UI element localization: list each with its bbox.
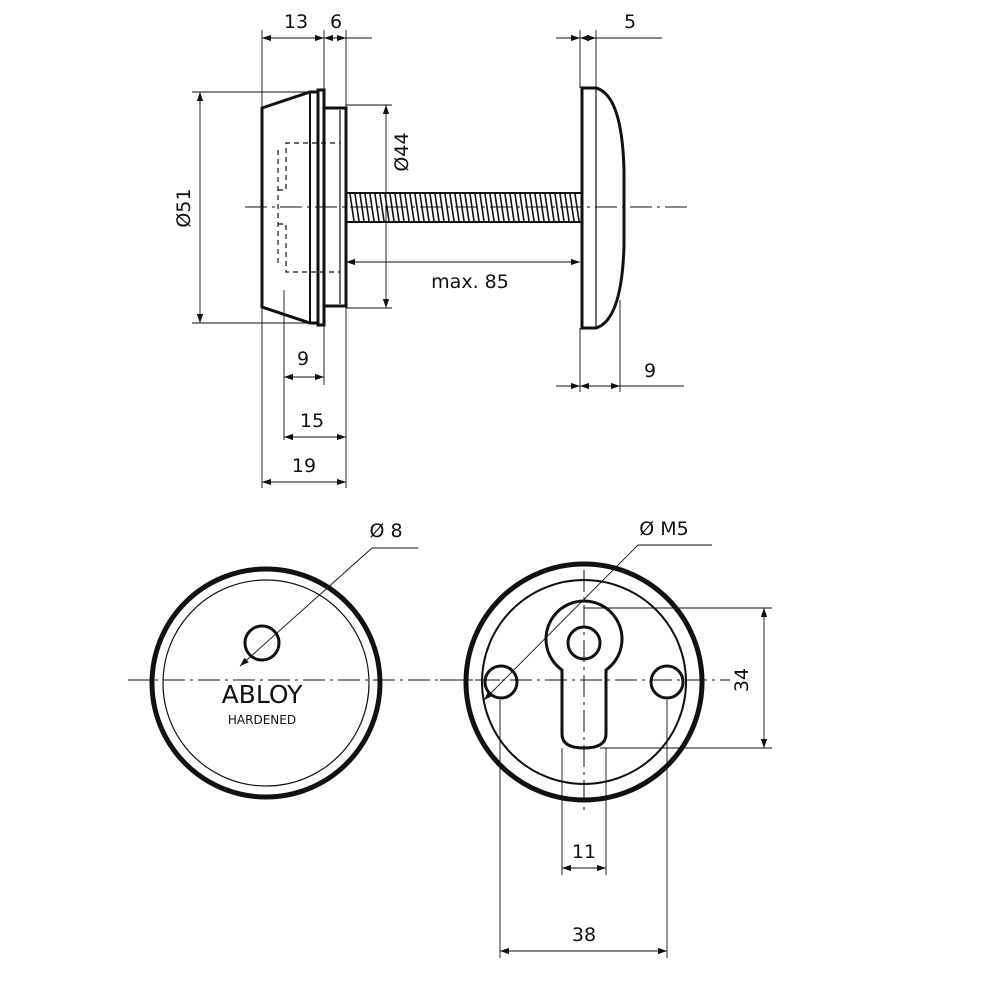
thread-line bbox=[414, 193, 420, 222]
thread-line bbox=[439, 193, 445, 222]
dim-dia-8: Ø 8 bbox=[369, 520, 402, 542]
dim-19: 19 bbox=[292, 455, 316, 477]
thread-line bbox=[484, 193, 490, 222]
thread-line bbox=[574, 193, 580, 222]
thread-line bbox=[469, 193, 475, 222]
thread-line bbox=[419, 193, 425, 222]
screw-hole-right bbox=[649, 664, 685, 700]
back-head bbox=[580, 86, 626, 330]
thread-line bbox=[379, 193, 385, 222]
thread-line bbox=[394, 193, 400, 222]
thread-line bbox=[424, 193, 430, 222]
dim-9-left: 9 bbox=[297, 348, 309, 370]
front-view: Ø 8 ABLOY HARDENED bbox=[128, 520, 500, 800]
thread-line bbox=[529, 193, 535, 222]
thread-line bbox=[444, 193, 450, 222]
thread-line bbox=[559, 193, 565, 222]
thread-line bbox=[459, 193, 465, 222]
thread-line bbox=[499, 193, 505, 222]
dim-max-85: max. 85 bbox=[431, 271, 509, 293]
side-dimension-lines bbox=[196, 34, 684, 486]
dim-34: 34 bbox=[731, 668, 753, 692]
front-inner-ring bbox=[162, 579, 370, 787]
thread-line bbox=[489, 193, 495, 222]
thread-line bbox=[369, 193, 375, 222]
m5-leader bbox=[483, 544, 639, 701]
thread-line bbox=[434, 193, 440, 222]
thread-line bbox=[479, 193, 485, 222]
thread-line bbox=[389, 193, 395, 222]
dim-dia-44: Ø44 bbox=[391, 132, 413, 171]
dim-6: 6 bbox=[330, 11, 342, 33]
thread-line bbox=[519, 193, 525, 222]
thread-line bbox=[449, 193, 455, 222]
thread-line bbox=[474, 193, 480, 222]
side-view: 13 6 5 Ø51 Ø44 max. 85 9 15 19 9 bbox=[173, 11, 690, 488]
thread-line bbox=[359, 193, 365, 222]
rose-plate bbox=[322, 106, 348, 308]
dim-38: 38 bbox=[572, 924, 596, 946]
back-view: Ø M5 34 11 38 bbox=[440, 518, 772, 958]
screw-hole-left bbox=[483, 664, 519, 700]
dim-dia-m5: Ø M5 bbox=[639, 518, 688, 540]
dim-dia-51: Ø51 bbox=[173, 188, 195, 227]
brand-label: ABLOY bbox=[222, 680, 304, 709]
brand-subtitle: HARDENED bbox=[228, 713, 296, 727]
thread-line bbox=[549, 193, 555, 222]
hidden-hole bbox=[277, 142, 340, 273]
thread-line bbox=[399, 193, 405, 222]
thread-line bbox=[539, 193, 545, 222]
thread-line bbox=[504, 193, 510, 222]
thread-line bbox=[464, 193, 470, 222]
thread-line bbox=[364, 193, 370, 222]
dim-15: 15 bbox=[300, 410, 324, 432]
front-outer-ring bbox=[149, 566, 383, 800]
dim-5: 5 bbox=[624, 11, 636, 33]
thread-line bbox=[349, 193, 355, 222]
thread-line bbox=[374, 193, 380, 222]
front-hole bbox=[243, 624, 281, 662]
threaded-screw bbox=[346, 192, 582, 223]
thread-line bbox=[554, 193, 560, 222]
dim-11: 11 bbox=[572, 841, 596, 863]
thread-line bbox=[404, 193, 410, 222]
side-extension-lines bbox=[192, 30, 621, 488]
thread-line bbox=[514, 193, 520, 222]
thread-line bbox=[409, 193, 415, 222]
dia-8-leader bbox=[239, 547, 373, 667]
dim-13: 13 bbox=[284, 11, 308, 33]
thread-line bbox=[509, 193, 515, 222]
thread-line bbox=[564, 193, 570, 222]
thread-line bbox=[534, 193, 540, 222]
thread-line bbox=[429, 193, 435, 222]
thread-line bbox=[524, 193, 530, 222]
dim-9-right: 9 bbox=[644, 360, 656, 382]
thread-line bbox=[569, 193, 575, 222]
thread-line bbox=[544, 193, 550, 222]
thread-line bbox=[354, 193, 360, 222]
thread-line bbox=[454, 193, 460, 222]
thread-line bbox=[494, 193, 500, 222]
